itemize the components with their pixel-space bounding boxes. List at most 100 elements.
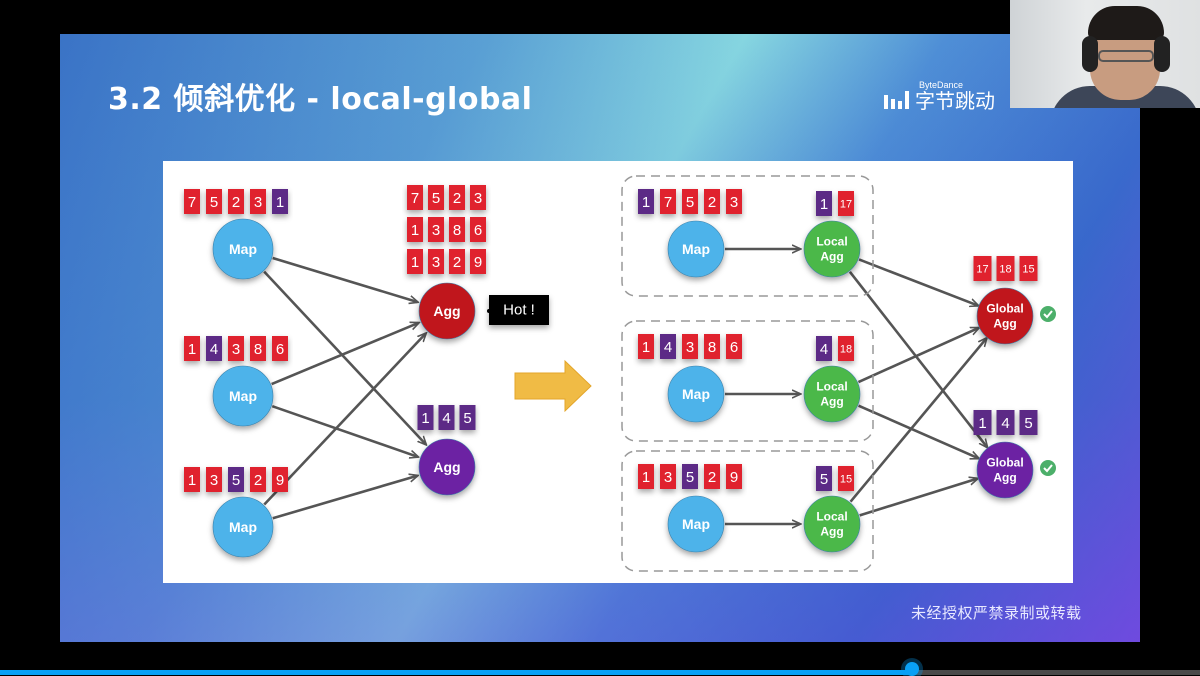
local-key-box: 1 [816, 191, 832, 216]
agg-key-box: 6 [470, 217, 486, 242]
agg-key-box: 1 [407, 217, 423, 242]
local-agg-node-label: Agg [820, 525, 843, 539]
edge-arrow [272, 476, 418, 520]
key-box-bg [660, 464, 676, 489]
key-value: 17 [976, 264, 988, 276]
edge-arrow [859, 479, 978, 517]
key-box-bg [228, 467, 244, 492]
key-box-bg [973, 410, 992, 435]
webcam-video[interactable] [1010, 0, 1200, 108]
headphone-left [1082, 36, 1098, 72]
key-box-bg [250, 189, 266, 214]
local-group-box [621, 175, 874, 297]
key-value: 5 [463, 410, 471, 427]
map-key-box: 5 [682, 464, 698, 489]
key-box-bg [184, 467, 200, 492]
progress-fill [0, 670, 912, 675]
edge-arrow [857, 328, 978, 384]
key-value: 17 [840, 199, 852, 211]
key-value: 1 [642, 339, 650, 356]
map-node: Map [212, 218, 274, 280]
key-box-bg [250, 336, 266, 361]
map-node-label: Map [229, 241, 257, 257]
key-box-bg [838, 466, 854, 491]
slide-title: 3.2 倾斜优化 - local-global [108, 82, 533, 117]
key-value: 7 [411, 190, 419, 207]
video-progress-bar[interactable] [0, 670, 1200, 675]
map-key-box: 2 [704, 189, 720, 214]
key-value: 1 [978, 415, 986, 432]
map-key-box: 3 [660, 464, 676, 489]
key-value: 5 [820, 471, 828, 488]
key-value: 3 [210, 472, 218, 489]
check-icon-mark [1043, 464, 1053, 473]
global-agg-node-label: Agg [993, 471, 1016, 485]
slide: 3.2 倾斜优化 - local-global ByteDance 字节跳动 7… [60, 34, 1140, 642]
map-key-box: 3 [682, 334, 698, 359]
key-value: 1 [820, 196, 828, 213]
key-value: 5 [432, 190, 440, 207]
agg-key-box: 2 [449, 249, 465, 274]
map-key-box: 1 [184, 467, 200, 492]
key-value: 8 [453, 222, 461, 239]
key-box-bg [449, 217, 465, 242]
global-key-box: 5 [1019, 410, 1038, 435]
local-agg-node-label: Local [816, 510, 847, 524]
agg-node-label: Agg [433, 303, 460, 319]
key-value: 3 [254, 194, 262, 211]
key-box-bg [704, 334, 720, 359]
agg-node-label: Agg [433, 459, 460, 475]
map-node: Map [212, 365, 274, 427]
edge-arrow [272, 256, 418, 302]
key-box-bg [407, 185, 423, 210]
key-box-bg [638, 334, 654, 359]
key-box-bg [272, 467, 288, 492]
map-node: Map [667, 365, 725, 423]
key-value: 3 [730, 194, 738, 211]
key-value: 4 [1001, 415, 1009, 432]
map-node-circle [667, 495, 725, 553]
agg-key-box: 7 [407, 185, 423, 210]
agg-key-box: 8 [449, 217, 465, 242]
local-group-box [621, 450, 874, 572]
key-box-bg [449, 185, 465, 210]
key-value: 2 [232, 194, 240, 211]
key-box-bg [638, 189, 654, 214]
edge-arrow [849, 338, 987, 503]
key-value: 15 [840, 474, 852, 486]
agg-key-box: 3 [428, 217, 444, 242]
edge-arrow [848, 271, 987, 447]
key-box-bg [206, 336, 222, 361]
key-value: 9 [730, 469, 738, 486]
map-key-box: 8 [704, 334, 720, 359]
global-key-box: 17 [973, 256, 992, 281]
presenter-hair [1088, 6, 1164, 40]
hot-badge-text: Hot ! [503, 302, 535, 319]
global-agg-node-circle [976, 441, 1034, 499]
key-box-bg [682, 189, 698, 214]
key-value: 5 [210, 194, 218, 211]
presenter-glasses [1098, 50, 1154, 62]
key-box-bg [250, 467, 266, 492]
map-node: Map [667, 220, 725, 278]
key-box-bg [272, 336, 288, 361]
key-box-bg [438, 405, 455, 430]
key-value: 1 [421, 410, 429, 427]
key-box-bg [660, 334, 676, 359]
key-value: 1 [642, 469, 650, 486]
logo-text-cn: 字节跳动 [915, 89, 995, 113]
map-node: Map [212, 496, 274, 558]
key-box-bg [206, 467, 222, 492]
map-key-box: 5 [228, 467, 244, 492]
key-box-bg [638, 464, 654, 489]
transform-arrow-icon [514, 359, 592, 413]
hot-badge: Hot ! [487, 295, 549, 325]
key-value: 18 [999, 264, 1011, 276]
agg-key-box: 2 [449, 185, 465, 210]
edge-arrow [263, 270, 426, 445]
key-value: 3 [686, 339, 694, 356]
progress-knob[interactable] [905, 662, 919, 676]
